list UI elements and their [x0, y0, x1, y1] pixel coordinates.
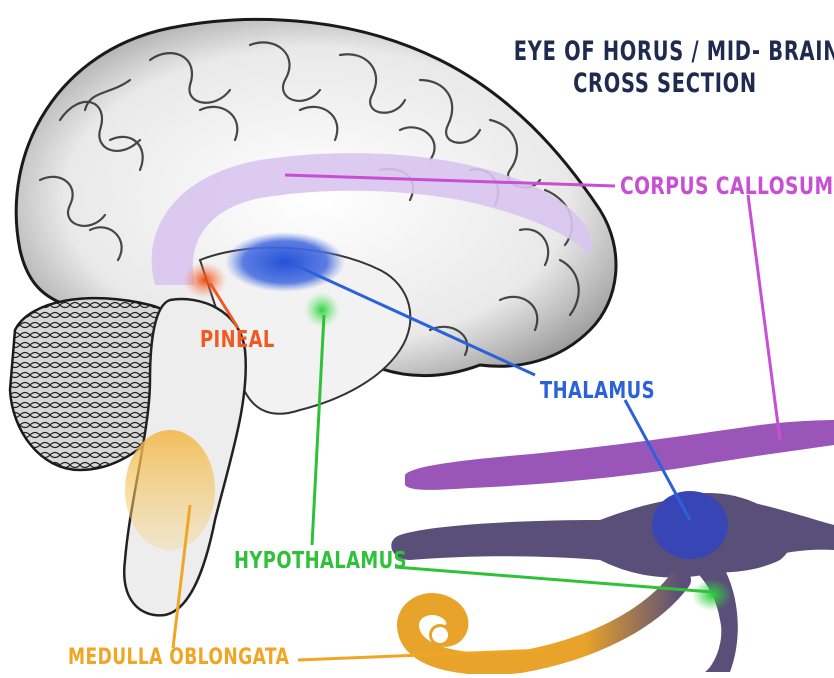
diagram-title-line2: CROSS SECTION	[514, 68, 816, 99]
medulla-oblongata-label: MEDULLA OBLONGATA	[68, 645, 289, 670]
thalamus-label: THALAMUS	[540, 378, 655, 404]
hypothalamus-glow	[304, 292, 340, 328]
eye-spiral-center	[432, 627, 448, 643]
pineal-glow	[183, 262, 227, 298]
medulla-glow	[125, 430, 215, 550]
eye-hypothalamus-glow	[692, 579, 732, 611]
pineal-label: PINEAL	[200, 327, 275, 353]
eye-of-horus	[391, 420, 834, 672]
eye-brow-shape	[405, 420, 834, 490]
hypothalamus-label: HYPOTHALAMUS	[234, 548, 407, 574]
eye-teardrop-shape	[685, 560, 738, 672]
corpus-callosum-label: CORPUS CALLOSUM	[620, 172, 833, 200]
thalamus-glow	[225, 232, 345, 292]
eye-brow-leader	[748, 195, 780, 440]
eye-pupil-shape	[652, 491, 728, 559]
diagram-title-line1: EYE OF HORUS / MID- BRAIN	[514, 36, 816, 67]
